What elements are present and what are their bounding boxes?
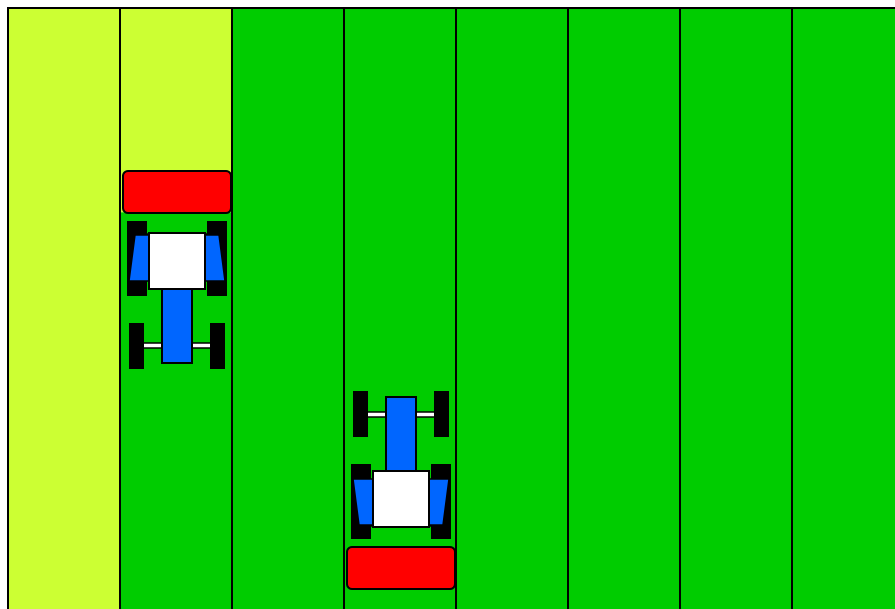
front-wheel-left [129,323,144,369]
field-column-6 [568,8,680,609]
field-column-3 [232,8,344,609]
field-column-5 [456,8,568,609]
tractor-left [123,171,231,369]
front-wheel-right [210,323,225,369]
tractor-center [347,391,455,589]
unmowed-strip [680,8,792,609]
mowed-strip [8,8,120,609]
mower-deck [347,547,455,589]
unmowed-strip [232,8,344,609]
field-columns [8,8,895,609]
unmowed-strip [568,8,680,609]
unmowed-strip [456,8,568,609]
field-column-1 [8,8,120,609]
tractor-cab [149,233,205,289]
front-wheel-right [434,391,449,437]
tractor-cab [373,471,429,527]
front-wheel-left [353,391,368,437]
field-column-8 [792,8,895,609]
field-column-7 [680,8,792,609]
unmowed-strip [792,8,895,609]
mower-deck [123,171,231,213]
